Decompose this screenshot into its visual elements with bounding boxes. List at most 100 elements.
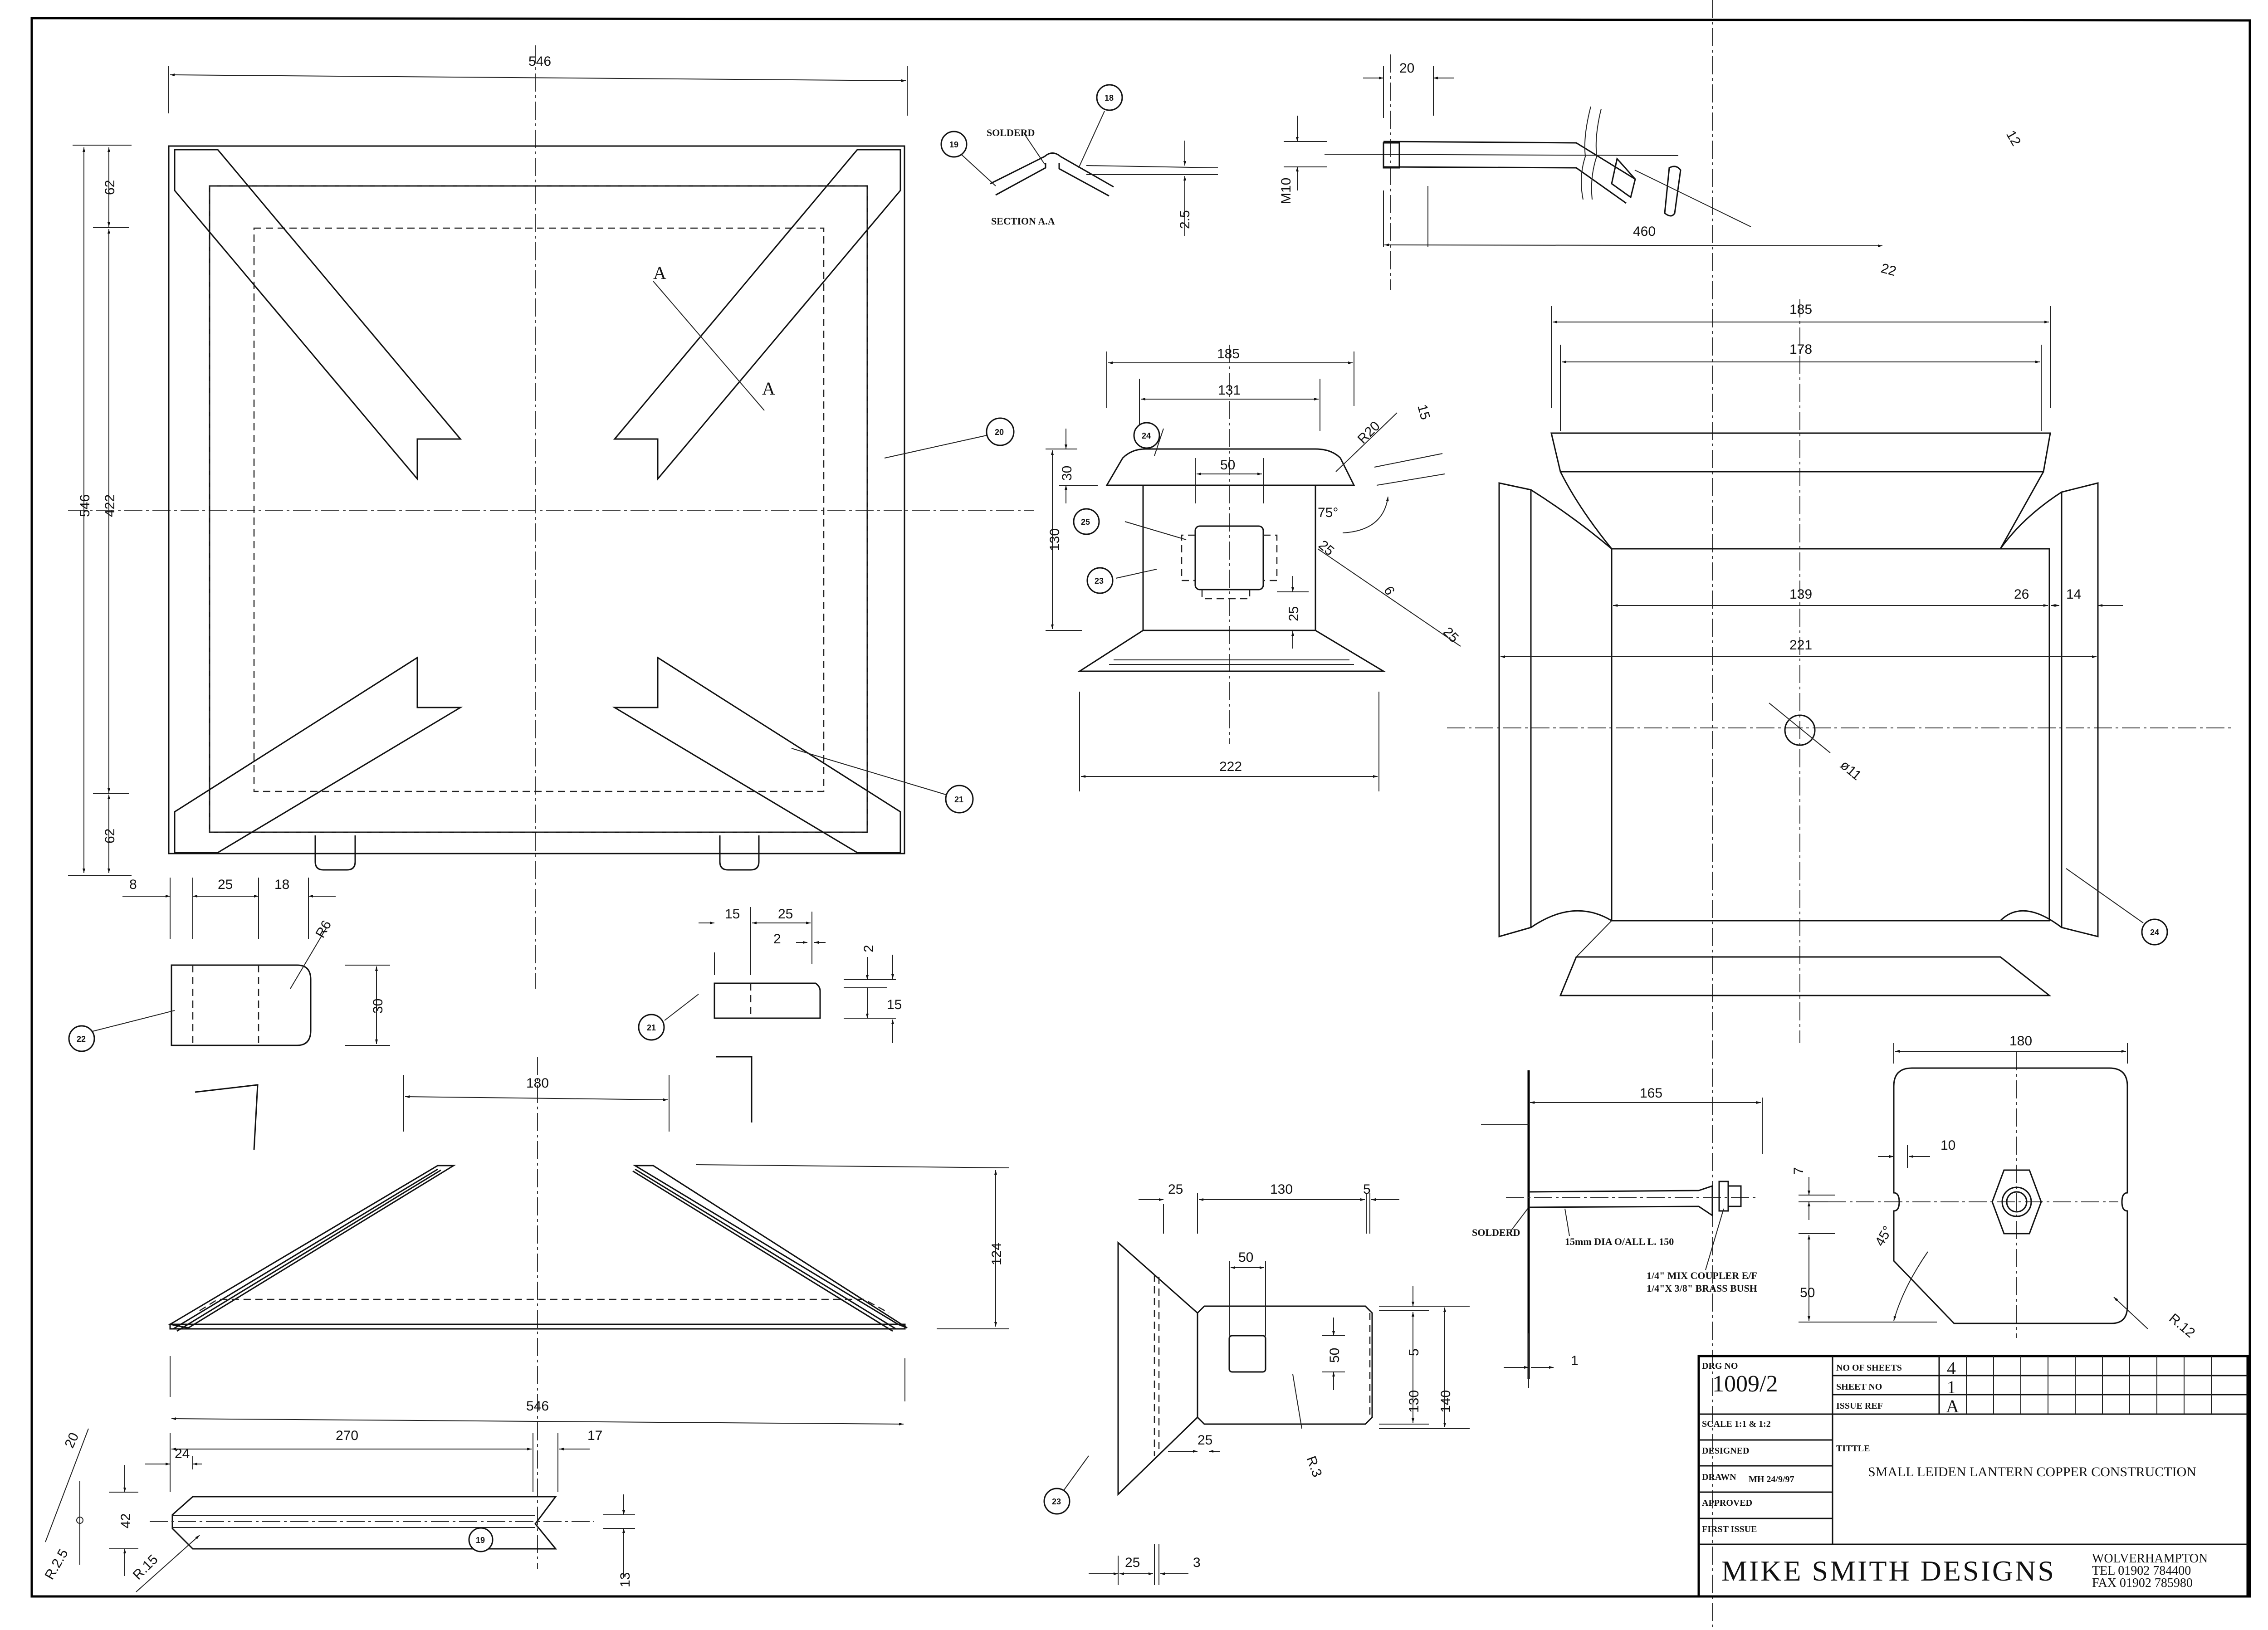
callout-20: 20 bbox=[995, 428, 1004, 437]
burner-tube-view: 165 SOLDERD 15mm DIA O/ALL L. 150 1/4" M… bbox=[1472, 1070, 1835, 1388]
dim-hole-11: ø11 bbox=[1838, 757, 1864, 783]
dim-plate-10: 10 bbox=[1941, 1138, 1955, 1153]
dim-top-62: 62 bbox=[103, 180, 117, 195]
dim-strip-r25: R.2.5 bbox=[42, 1547, 71, 1582]
dim-cap-25c: 25 bbox=[1286, 606, 1301, 621]
strip-19-view: 270 17 24 42 13 20 R.2.5 R.15 19 bbox=[42, 1428, 635, 1592]
rod-view: 20 M10 460 22 12 bbox=[1279, 54, 2024, 290]
title-label: TITTLE bbox=[1836, 1444, 1870, 1454]
company-name: MIKE SMITH DESIGNS bbox=[1721, 1555, 2056, 1587]
section-marker-a-bottom: A bbox=[762, 378, 775, 399]
dim-strip-42: 42 bbox=[118, 1513, 133, 1528]
section-marker-a-top: A bbox=[653, 263, 666, 283]
company-fax: FAX 01902 785980 bbox=[2092, 1576, 2193, 1590]
dim-panel-r3: R.3 bbox=[1303, 1454, 1325, 1479]
dim-tab21-15b: 15 bbox=[887, 997, 902, 1012]
callout-strip-19: 19 bbox=[476, 1536, 485, 1545]
dim-bracket-124: 124 bbox=[989, 1243, 1004, 1265]
dim-strip-17: 17 bbox=[587, 1428, 602, 1443]
dim-panel-50-w: 50 bbox=[1238, 1250, 1253, 1265]
dim-tab21-15: 15 bbox=[725, 907, 740, 922]
callout-21: 21 bbox=[954, 795, 963, 804]
dim-cap-222: 222 bbox=[1219, 759, 1242, 774]
dim-rod-22: 22 bbox=[1879, 261, 1898, 279]
dim-strip-24: 24 bbox=[175, 1446, 190, 1461]
drawn-label: DRAWN bbox=[1702, 1472, 1736, 1482]
roof-cap-view: 185 131 50 30 130 R20 15 75° 25 6 25 25 bbox=[1046, 345, 1461, 791]
section-aa-view: 2.5 SOLDERD 19 18 SECTION A.A bbox=[940, 84, 1218, 236]
dim-strip-20: 20 bbox=[62, 1430, 82, 1450]
drawing-title: SMALL LEIDEN LANTERN COPPER CONSTRUCTION bbox=[1868, 1464, 2196, 1479]
dim-rod-460: 460 bbox=[1633, 224, 1656, 239]
dim-tab21-25: 25 bbox=[778, 907, 793, 922]
title-block: DRG NO 1009/2 SCALE 1:1 & 1:2 NO OF SHEE… bbox=[1697, 1355, 2249, 1598]
no-of-sheets-value: 4 bbox=[1947, 1358, 1956, 1378]
dim-panel-25-bot: 25 bbox=[1125, 1555, 1140, 1570]
drg-no-label: DRG NO bbox=[1702, 1361, 1738, 1371]
dim-cap-130: 130 bbox=[1047, 528, 1062, 551]
dim-plate-r12: R.12 bbox=[2166, 1311, 2198, 1341]
dim-bottom-62: 62 bbox=[103, 829, 117, 844]
issue-ref-value: A bbox=[1946, 1396, 1959, 1416]
base-frame-view: A A 546 546 62 422 62 8 25 18 20 bbox=[68, 45, 1034, 989]
dim-thread-m10: M10 bbox=[1279, 178, 1294, 204]
dim-panel-3-bot: 3 bbox=[1193, 1555, 1201, 1570]
dim-thread-20: 20 bbox=[1399, 61, 1414, 76]
sheet-no-label: SHEET NO bbox=[1836, 1382, 1882, 1392]
designed-label: DESIGNED bbox=[1702, 1446, 1749, 1456]
callout-cap-25: 25 bbox=[1081, 517, 1090, 527]
section-label: SECTION A.A bbox=[991, 215, 1055, 227]
sheet-border bbox=[30, 0, 2251, 1630]
solder-note: SOLDERD bbox=[987, 127, 1035, 138]
dim-bracket-546: 546 bbox=[526, 1399, 549, 1414]
dim-strip-270: 270 bbox=[336, 1428, 358, 1443]
dim-tube-50: 50 bbox=[1800, 1285, 1815, 1300]
dim-inner-422: 422 bbox=[103, 494, 117, 517]
tab-22-view: R6 30 22 bbox=[68, 918, 390, 1052]
callout-tab21: 21 bbox=[647, 1023, 656, 1032]
dim-tab-18: 18 bbox=[274, 877, 289, 892]
dim-section-thickness: 2.5 bbox=[1178, 210, 1193, 229]
dim-tab21-2b: 2 bbox=[861, 945, 876, 952]
base-plate-view: 180 10 45° R.12 bbox=[1823, 1034, 2198, 1341]
dim-tube-1: 1 bbox=[1571, 1353, 1579, 1368]
callout-cap-23: 23 bbox=[1095, 576, 1104, 586]
callout-panel-23: 23 bbox=[1052, 1497, 1061, 1506]
callout-22: 22 bbox=[77, 1035, 86, 1044]
dim-panel-130-side: 130 bbox=[1407, 1390, 1422, 1413]
company-address-city: WOLVERHAMPTON bbox=[2092, 1552, 2208, 1566]
approved-label: APPROVED bbox=[1702, 1498, 1752, 1508]
coupler-note-2: 1/4"X 3/8" BRASS BUSH bbox=[1647, 1283, 1757, 1294]
dim-tab22-30: 30 bbox=[371, 999, 386, 1014]
dim-tab-8: 8 bbox=[129, 877, 137, 892]
dim-width-546: 546 bbox=[528, 54, 551, 69]
tube-dia-note: 15mm DIA O/ALL L. 150 bbox=[1565, 1236, 1674, 1247]
scale-label: SCALE 1:1 & 1:2 bbox=[1702, 1419, 1771, 1429]
company-tel: TEL 01902 784400 bbox=[2092, 1564, 2191, 1578]
drawn-value: MH 24/9/97 bbox=[1749, 1474, 1794, 1484]
dim-cap-15: 15 bbox=[1414, 403, 1433, 421]
dim-panel-140: 140 bbox=[1438, 1390, 1453, 1413]
first-issue-label: FIRST ISSUE bbox=[1702, 1524, 1757, 1534]
callout-cap-24: 24 bbox=[1142, 431, 1151, 440]
dim-panel-50-h: 50 bbox=[1327, 1348, 1342, 1363]
dim-dev-139: 139 bbox=[1789, 587, 1812, 602]
issue-ref-label: ISSUE REF bbox=[1836, 1401, 1883, 1411]
dim-cap-6: 6 bbox=[1381, 584, 1398, 598]
dim-tab-25: 25 bbox=[218, 877, 233, 892]
dim-cap-131: 131 bbox=[1218, 383, 1241, 398]
dim-strip-13: 13 bbox=[618, 1572, 633, 1587]
dim-cap-25b: 25 bbox=[1440, 625, 1461, 646]
dim-tube-165: 165 bbox=[1640, 1086, 1662, 1101]
roof-development-view: ø11 185 178 139 26 14 221 24 bbox=[1447, 299, 2232, 1043]
dim-cap-25a: 25 bbox=[1316, 537, 1337, 559]
dim-dev-14: 14 bbox=[2066, 587, 2081, 602]
dim-cap-30: 30 bbox=[1060, 466, 1075, 481]
side-bracket-view: 180 124 546 bbox=[168, 1057, 1010, 1569]
sheet-no-value: 1 bbox=[1947, 1377, 1956, 1397]
dim-tube-7: 7 bbox=[1791, 1167, 1806, 1175]
dim-cap-angle: 75° bbox=[1318, 505, 1338, 520]
dim-rod-12: 12 bbox=[2003, 128, 2024, 148]
dim-tab21-2a: 2 bbox=[773, 932, 781, 947]
